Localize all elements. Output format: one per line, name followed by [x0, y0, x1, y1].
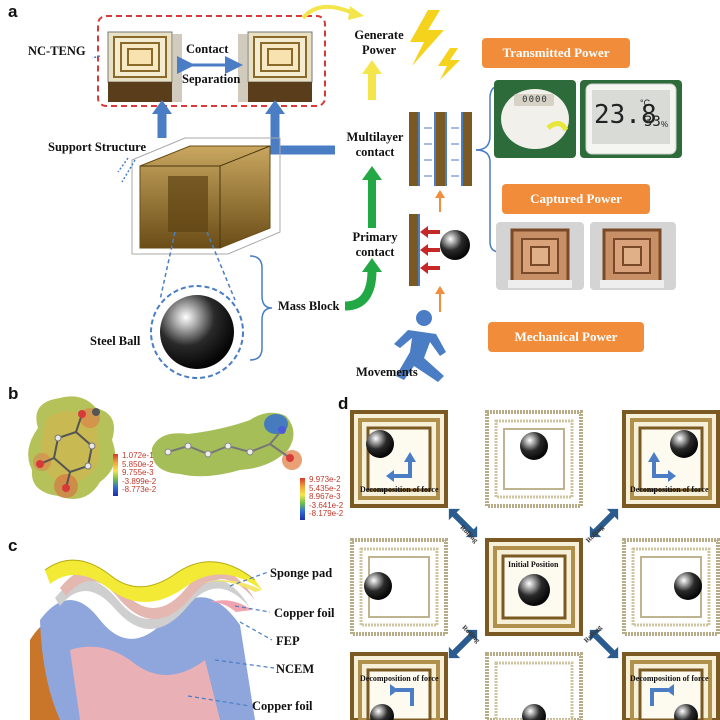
steel-ball-label: Steel Ball — [90, 334, 141, 348]
decomposition-label-tl: Decomposition of force — [360, 485, 439, 494]
cb1-v1: 5.850e-2 — [122, 459, 154, 469]
teng-unit-right — [238, 31, 313, 102]
contact-label: Contact — [186, 42, 229, 56]
separation-label: Separation — [182, 72, 241, 86]
frame-tl — [350, 410, 448, 508]
nc-teng-dashed-box — [97, 15, 326, 107]
layer-label-copper-foil-top: Copper foil — [274, 606, 335, 620]
mass-block-bracket — [249, 255, 273, 361]
steel-ball — [160, 295, 234, 369]
colorbar-2-values: 9.973e-2 5.435e-2 8.967e-3 -3.641e-2 -8.… — [309, 475, 344, 519]
thermometer-humidity: 33 — [644, 114, 661, 130]
panel-letter-b: b — [8, 384, 19, 403]
panel-letter-c: c — [8, 536, 18, 555]
colorbar-2 — [300, 478, 305, 520]
captured-power-label: Captured Power — [502, 184, 650, 214]
initial-position-label: Initial Position — [508, 560, 559, 569]
cb2-v3: -3.641e-2 — [309, 500, 344, 510]
frame-tr — [622, 410, 720, 508]
cb2-v0: 9.973e-2 — [309, 475, 341, 484]
grid-frames — [350, 410, 720, 720]
lightning-bolt-large — [410, 10, 444, 66]
nc-teng-label: NC-TENG — [28, 44, 86, 58]
cb2-v2: 8.967e-3 — [309, 492, 341, 502]
colorbar-1-values: 1.072e-1 5.850e-2 9.755e-3 -3.899e-2 -8.… — [122, 451, 157, 495]
frame-mr — [622, 538, 720, 636]
layer-label-copper-foil-bottom: Copper foil — [252, 699, 313, 713]
mechanical-power-label: Mechanical Power — [488, 322, 644, 352]
thermometer-temperature: 23.8 — [594, 100, 657, 130]
cb2-v1: 5.435e-2 — [309, 483, 341, 493]
cb1-v3: -3.899e-2 — [122, 476, 157, 486]
cb1-v0: 1.072e-1 — [122, 451, 154, 460]
frame-tc — [485, 410, 583, 508]
decomposition-label-br: Decomposition of force — [630, 674, 709, 683]
teng-unit-left — [107, 31, 182, 102]
cb1-v4: -8.773e-2 — [122, 485, 157, 495]
layer-label-fep: FEP — [276, 634, 300, 648]
multilayer-plates — [409, 112, 472, 186]
frame-bc — [485, 652, 583, 720]
frame-br — [622, 652, 720, 720]
primary-contact-label: Primary contact — [352, 230, 398, 259]
frame-bl — [350, 652, 448, 720]
lightning-bolt-small — [438, 48, 460, 80]
running-person-icon — [394, 310, 446, 382]
support-structure-cube — [131, 137, 281, 255]
decomposition-label-tr: Decomposition of force — [630, 485, 709, 494]
colorbar-1 — [113, 454, 118, 496]
panel-letter-d: d — [338, 394, 349, 413]
support-structure-label: Support Structure — [48, 140, 147, 154]
layer-pink — [70, 646, 220, 720]
thermometer-unit: °C — [640, 98, 651, 108]
green-arrow-primary — [344, 269, 377, 311]
transmitted-power-label: Transmitted Power — [482, 38, 630, 68]
timer-display: 0000 — [522, 95, 548, 105]
cb2-v4: -8.179e-2 — [309, 509, 344, 519]
layer-stack — [30, 559, 262, 720]
decomposition-label-bl: Decomposition of force — [360, 674, 439, 683]
molecule-esp-2 — [151, 412, 302, 477]
layer-sponge — [45, 560, 262, 602]
panel-letter-a: a — [8, 2, 18, 21]
movements-label: Movements — [356, 365, 418, 379]
multilayer-contact-label: Multilayer contact — [346, 130, 404, 159]
frame-center — [485, 538, 583, 636]
layer-label-sponge-pad: Sponge pad — [270, 566, 333, 580]
cb1-v2: 9.755e-3 — [122, 468, 154, 478]
frame-ml — [350, 538, 448, 636]
blue-arrow-multilayer — [270, 112, 335, 155]
molecule-esp-1 — [28, 396, 116, 499]
layer-fep — [55, 578, 250, 630]
generate-power-label: Generate Power — [354, 28, 404, 57]
layer-label-ncem: NCEM — [276, 662, 315, 676]
thermometer-humidity-unit: % — [661, 120, 669, 129]
rolling-arrows — [448, 508, 619, 659]
mass-block-label: Mass Block — [278, 299, 340, 313]
primary-contact-assembly — [409, 214, 470, 286]
